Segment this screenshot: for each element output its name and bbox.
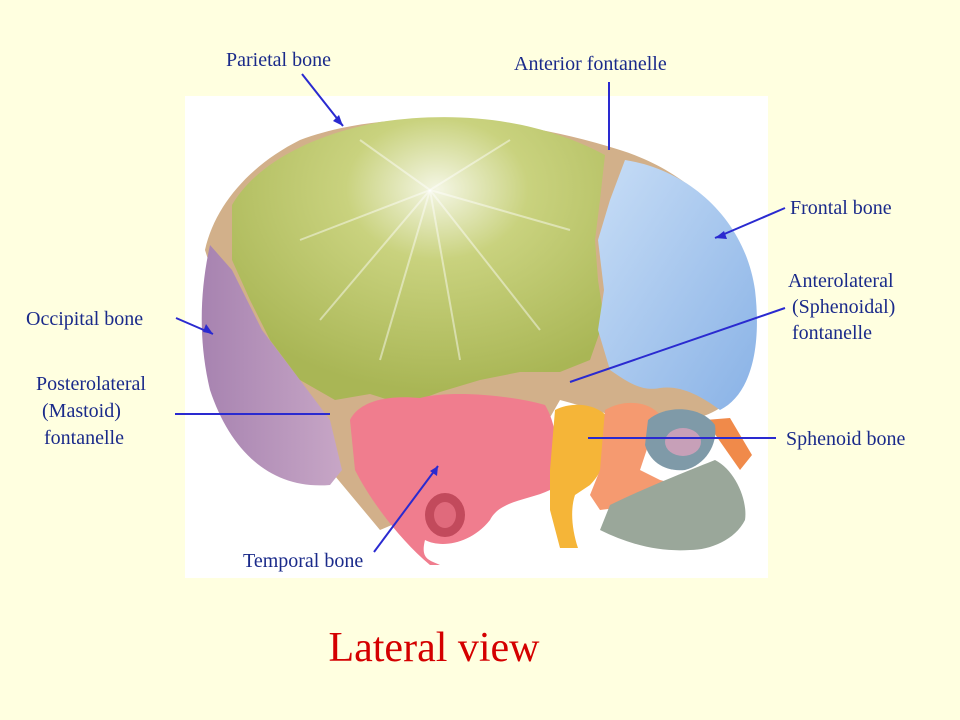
orbit-inner	[665, 428, 701, 456]
parietal-bone-shape	[232, 117, 605, 405]
ear-canal-inner	[434, 502, 456, 528]
label-posterolateral-line2: (Mastoid)	[42, 400, 121, 422]
label-posterolateral-line3: fontanelle	[44, 427, 124, 449]
leader-temporal	[373, 465, 439, 553]
temporal-bone-shape	[350, 394, 557, 565]
frontal-bone-shape	[598, 160, 757, 410]
label-sphenoid-bone: Sphenoid bone	[786, 428, 906, 450]
label-occipital-bone: Occipital bone	[26, 308, 144, 330]
occipital-bone-shape	[201, 245, 342, 486]
label-frontal-bone: Frontal bone	[790, 197, 892, 219]
sphenoid-bone-shape	[550, 404, 611, 548]
label-posterolateral-line1: Posterolateral	[36, 373, 146, 395]
label-anterior-fontanelle: Anterior fontanelle	[514, 53, 667, 75]
leader-anterolateral	[569, 307, 786, 383]
label-anterolateral-line3: fontanelle	[792, 322, 872, 344]
label-parietal-bone: Parietal bone	[226, 49, 331, 71]
diagram-title: Lateral view	[328, 625, 540, 671]
leader-parietal	[301, 73, 344, 127]
leader-frontal	[714, 207, 786, 239]
maxilla-shape	[600, 460, 746, 551]
leader-lines	[175, 73, 786, 553]
leader-arrowheads	[203, 115, 727, 476]
label-temporal-bone: Temporal bone	[243, 550, 364, 572]
label-anterolateral-line2: (Sphenoidal)	[792, 296, 896, 318]
nasal-bone-shape	[705, 418, 752, 470]
label-anterolateral-line1: Anterolateral	[788, 270, 894, 292]
parietal-streaks	[299, 139, 571, 361]
